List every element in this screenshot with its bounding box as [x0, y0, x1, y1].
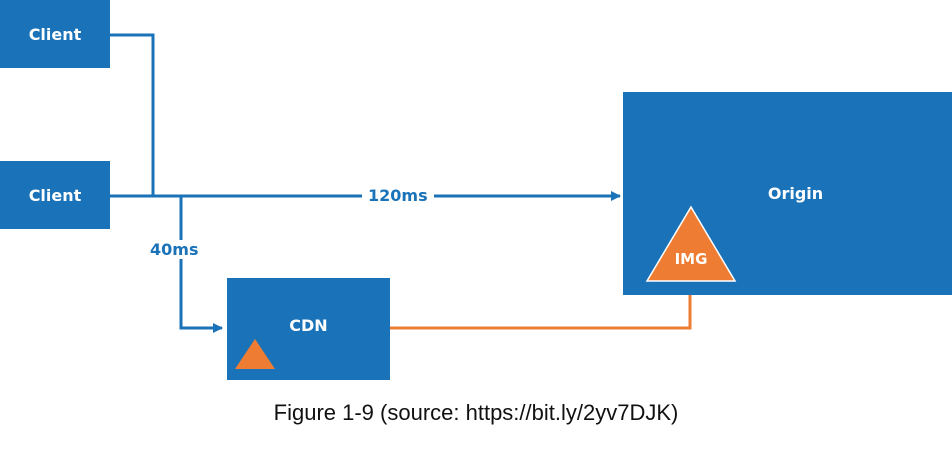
cached-image-icon [235, 339, 275, 369]
client-top-label: Client [28, 24, 82, 44]
cdn-origin-link [390, 280, 692, 330]
cdn-latency-label: 40ms [146, 240, 203, 259]
client-bottom-box: Client [0, 161, 110, 229]
img-label: IMG [675, 250, 708, 268]
client-top-box: Client [0, 0, 110, 68]
client-cdn-arrow [179, 196, 223, 333]
origin-latency-label: 120ms [362, 186, 434, 205]
client-top-connector [110, 33, 155, 196]
cdn-label: CDN [289, 316, 328, 335]
figure-caption: Figure 1-9 (source: https://bit.ly/2yv7D… [273, 400, 679, 425]
client-bottom-label: Client [28, 185, 82, 205]
origin-label: Origin [767, 184, 824, 203]
image-asset-icon: IMG [645, 205, 737, 282]
